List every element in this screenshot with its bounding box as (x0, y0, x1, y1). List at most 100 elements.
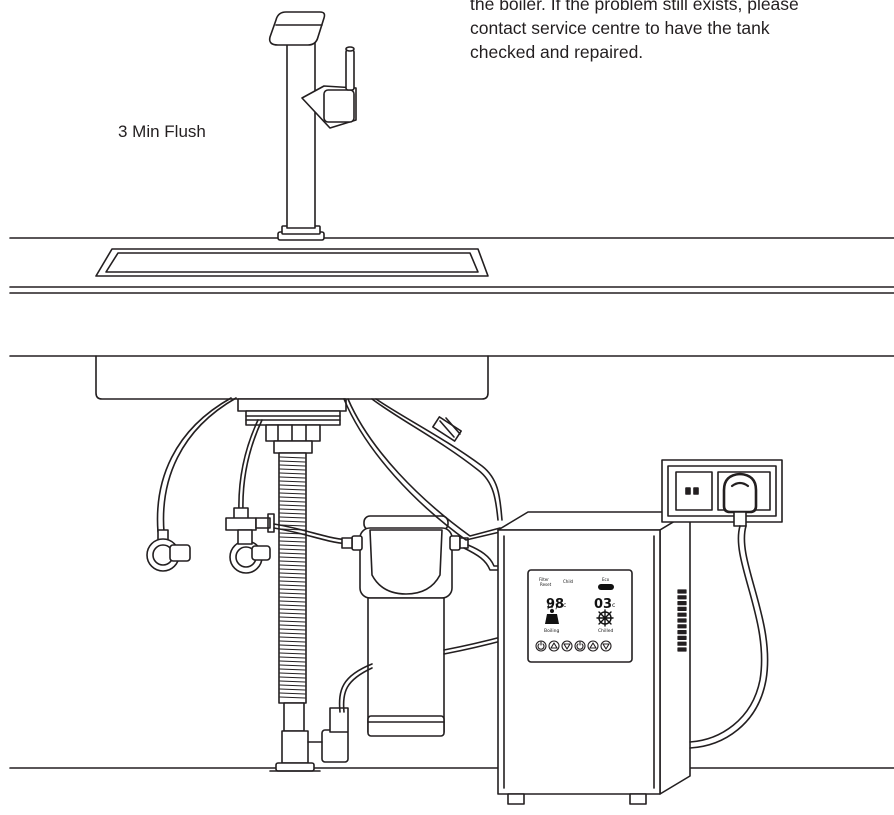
hose-rib (279, 512, 306, 515)
down-button-right[interactable] (600, 640, 612, 652)
water-supply-valves (146, 397, 353, 574)
chilled-label: Chilled (598, 628, 614, 634)
hose-rib (279, 624, 306, 627)
boiling-unit: c (563, 602, 566, 609)
child-lock-label: Child (563, 579, 574, 584)
power-button-right[interactable] (574, 640, 586, 652)
eco-label: Eco (602, 577, 610, 582)
hose-rib (279, 664, 306, 667)
hose-rib (279, 536, 306, 539)
hose-rib (279, 460, 306, 463)
vent-slot (677, 600, 687, 606)
hose-rib (279, 520, 306, 523)
down-button-left[interactable] (561, 640, 573, 652)
hose-rib (279, 612, 306, 615)
warning-note-line-3: checked and repaired. (470, 42, 644, 62)
hose-rib (279, 552, 306, 555)
filter-reset-label-2: Reset (540, 582, 552, 587)
panel-display: Filter Reset Child Eco 98 c 03 c (539, 577, 615, 634)
panel-buttons (535, 640, 612, 652)
chilled-unit: c (612, 602, 615, 609)
hose-rib (279, 620, 306, 623)
warning-note: the boiler. If the problem still exists,… (470, 0, 890, 64)
hose-rib (279, 540, 306, 543)
hose-rib (279, 548, 306, 551)
hose-rib (279, 696, 306, 699)
filter-reset-label: Filter (539, 577, 549, 582)
hose-rib (279, 660, 306, 663)
worktop (9, 237, 894, 769)
power-button-left[interactable] (535, 640, 547, 652)
drain-waste-pipe (237, 398, 349, 772)
warning-note-line-1: the boiler. If the problem still exists,… (470, 0, 799, 14)
hose-rib (279, 504, 306, 507)
vent-slot (677, 589, 687, 594)
vent-slot (677, 624, 687, 629)
hose-rib (279, 608, 306, 611)
hose-rib (279, 596, 306, 599)
hose-rib (279, 668, 306, 671)
hose-rib (279, 600, 306, 603)
sink (95, 248, 489, 400)
hose-rib (279, 496, 306, 499)
hose-rib (279, 676, 306, 679)
hose-rib (279, 484, 306, 487)
vent-slot (677, 612, 687, 617)
boiling-kettle-icon (545, 602, 559, 624)
hose-rib (279, 464, 306, 467)
boiler-unit: Filter Reset Child Eco 98 c 03 c (343, 398, 691, 805)
hose-rib (279, 672, 306, 675)
power-cable (689, 525, 763, 743)
warning-note-line-2: contact service centre to have the tank (470, 18, 770, 38)
vent-slot (677, 635, 687, 641)
hose-rib (279, 636, 306, 639)
vent-slot (677, 641, 687, 646)
hose-rib (279, 560, 306, 563)
hose-rib (279, 508, 306, 511)
hose-rib (279, 516, 306, 519)
flush-instruction-label: 3 Min Flush (118, 122, 206, 141)
snowflake-icon (596, 609, 614, 627)
control-panel (527, 569, 633, 663)
hose-rib (279, 480, 306, 483)
hose-rib (279, 456, 306, 459)
hose-rib (279, 584, 306, 587)
hose-rib (279, 684, 306, 687)
hose-rib (279, 580, 306, 583)
hose-rib (279, 656, 306, 659)
hose-rib (279, 652, 306, 655)
hose-rib (279, 692, 306, 695)
up-button-right[interactable] (587, 640, 599, 652)
inline-connector (432, 416, 462, 442)
hose-rib (279, 476, 306, 479)
hose-rib (279, 500, 306, 503)
vent-slot (677, 606, 687, 612)
hose-rib (279, 588, 306, 591)
hose-rib (279, 616, 306, 619)
hose-rib (279, 648, 306, 651)
hose-rib (279, 488, 306, 491)
hose-rib (279, 632, 306, 635)
hose-rib (279, 564, 306, 567)
vent-slot (677, 618, 687, 623)
hose-rib (279, 568, 306, 571)
vent-slot (677, 629, 687, 635)
up-button-left[interactable] (548, 640, 560, 652)
wall-socket (661, 459, 783, 749)
hose-rib (279, 576, 306, 579)
hose-rib (279, 688, 306, 691)
vent-slot (677, 647, 687, 652)
vent-slot (677, 595, 687, 600)
hose-rib (279, 468, 306, 471)
hose-rib (279, 644, 306, 647)
hose-rib (279, 492, 306, 495)
hose-rib (279, 604, 306, 607)
power-plug (722, 472, 758, 514)
hose-rib (279, 680, 306, 683)
hose-rib (279, 472, 306, 475)
water-filter (338, 515, 506, 737)
boiling-label: Boiling (544, 628, 559, 634)
chilled-temperature: 03 (594, 597, 612, 612)
hose-rib (279, 572, 306, 575)
